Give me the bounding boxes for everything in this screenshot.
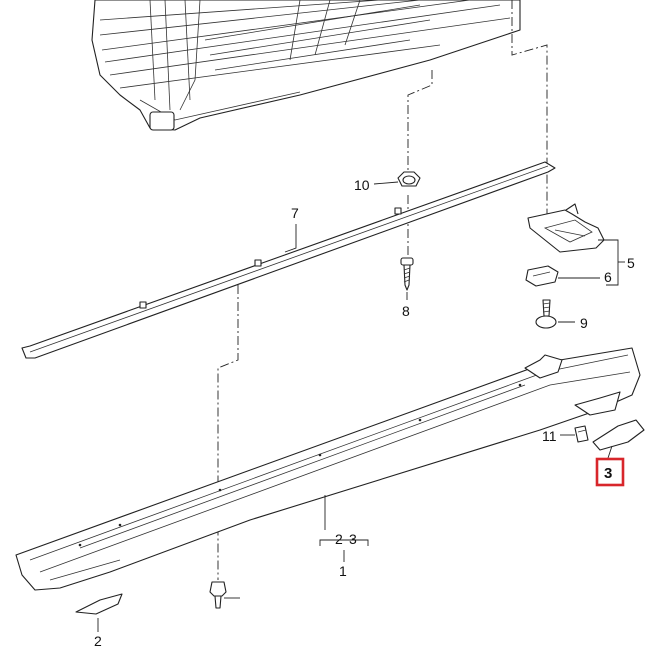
callout-2: 2 [94,633,102,649]
callout-5: 5 [627,255,635,271]
connector-lines [217,0,548,580]
callout-8: 8 [402,303,410,319]
leader-lines [97,181,625,632]
callout-10: 10 [354,177,370,193]
callout-3-bracket: 3 [349,531,357,547]
part-11-clip [574,425,589,443]
highlight-box-3 [595,457,625,487]
push-clip [209,581,240,609]
callout-2-bracket: 2 [335,531,343,547]
part-7-trim-strip [21,161,556,359]
callout-3-highlighted: 3 [604,465,612,482]
car-body-section [91,0,521,131]
callout-9: 9 [580,315,588,331]
part-10-clip [397,171,421,187]
part-9-screw [535,299,557,329]
part-8-screw [400,257,414,291]
callout-7: 7 [291,205,299,221]
part-3-end-piece [592,419,645,451]
callout-1: 1 [339,563,347,579]
part-1-side-skirt [15,347,641,591]
part-2-end-piece [75,593,123,615]
part-5-bracket [527,203,605,253]
callout-6: 6 [604,269,612,285]
part-6-nut-plate [525,265,559,287]
callout-11: 11 [542,428,557,444]
